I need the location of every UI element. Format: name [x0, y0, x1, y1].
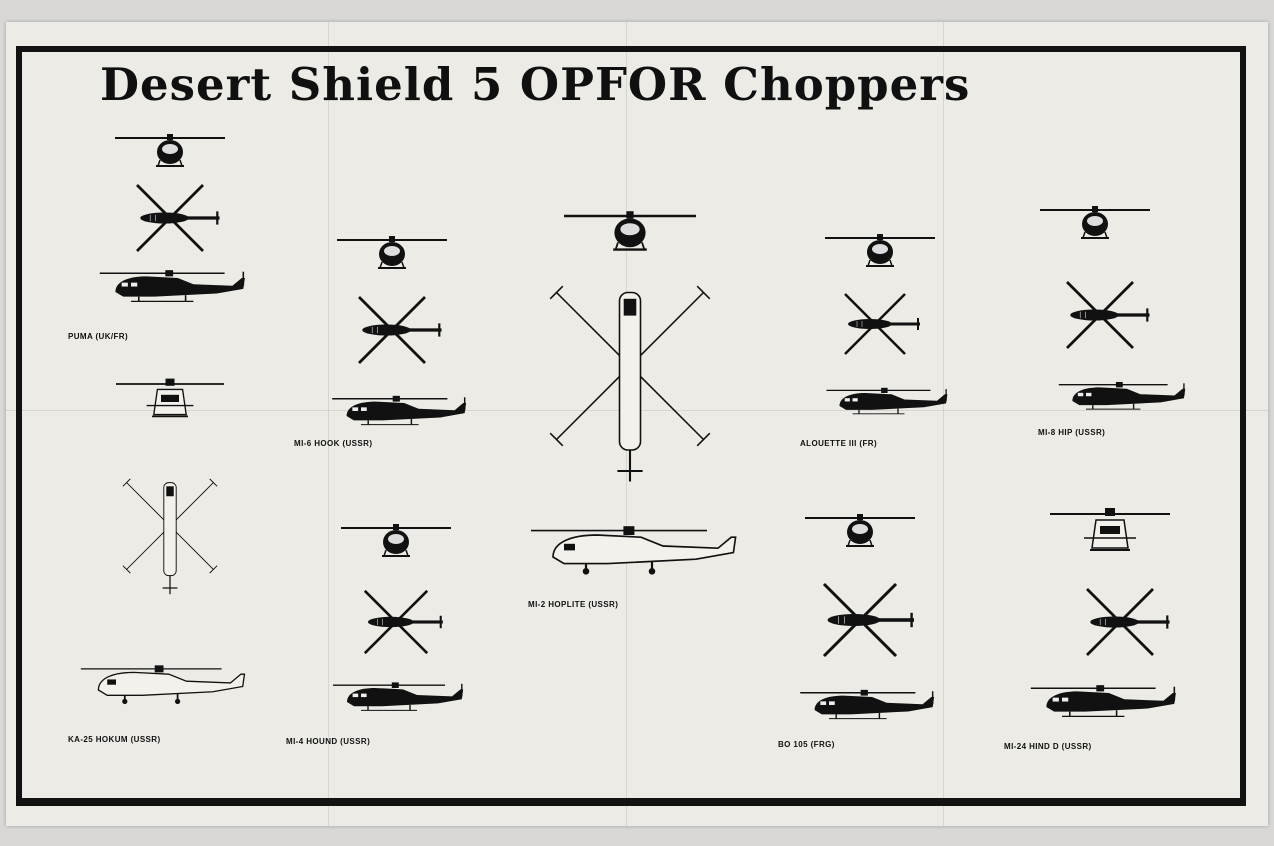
poster-border	[16, 46, 1246, 806]
helicopter-label: MI-2 HOPLITE (USSR)	[528, 600, 619, 609]
ka25-side-view	[79, 664, 246, 705]
alouette-side-view	[825, 387, 949, 415]
mi4-front-view	[340, 523, 452, 557]
helicopter-label: MI-6 HOOK (USSR)	[294, 439, 373, 448]
mi24-front-view	[1049, 507, 1171, 551]
poster-sheet	[6, 22, 1268, 826]
puma-side-view	[99, 269, 246, 303]
mi8-side-view	[1058, 381, 1186, 410]
bo105-top-view	[822, 582, 916, 658]
mi6-top-view	[357, 295, 443, 365]
mi2-top-view	[549, 285, 711, 483]
poster-title: Desert Shield 5 OPFOR Choppers	[100, 58, 971, 111]
mi8-top-view	[1065, 280, 1151, 350]
bo105-front-view	[804, 513, 916, 547]
alouette-top-view	[843, 292, 922, 356]
helicopter-label: ALOUETTE III (FR)	[800, 439, 878, 448]
mi4-side-view	[332, 681, 464, 712]
helicopter-label: BO 105 (FRG)	[778, 740, 835, 749]
bo105-side-view	[799, 689, 935, 720]
mi24-top-view	[1085, 587, 1171, 657]
mi24-side-view	[1030, 684, 1177, 718]
ka25-top-view	[122, 478, 218, 595]
helicopter-label: MI-24 HIND D (USSR)	[1004, 742, 1092, 751]
helicopter-label: MI-8 HIP (USSR)	[1038, 428, 1106, 437]
helicopter-label: MI-4 HOUND (USSR)	[286, 737, 371, 746]
helicopter-label: KA-25 HOKUM (USSR)	[68, 735, 161, 744]
ka25-front-view	[115, 377, 225, 418]
helicopter-label: PUMA (UK/FR)	[68, 332, 129, 341]
mi4-top-view	[363, 589, 445, 655]
mi6-side-view	[331, 395, 467, 426]
mi2-side-view	[529, 525, 737, 576]
